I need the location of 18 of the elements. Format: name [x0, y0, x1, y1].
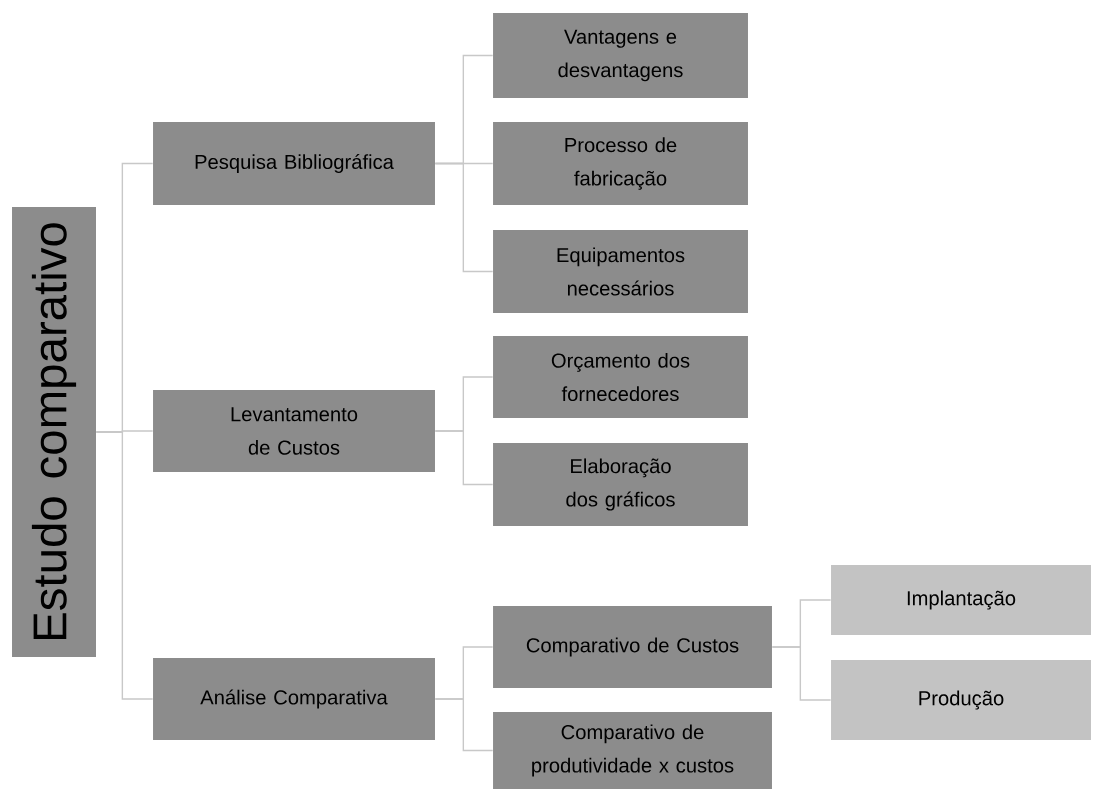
- process-box: Levantamento de Custos: [153, 390, 435, 472]
- connector-line: [771, 646, 832, 701]
- process-box: Pesquisa Bibliográfica: [153, 122, 435, 205]
- process-box: Análise Comparativa: [153, 658, 435, 740]
- process-box: Implantação: [831, 565, 1091, 635]
- process-box: Elaboração dos gráficos: [493, 443, 748, 526]
- process-box: Vantagens e desvantagens: [493, 13, 748, 98]
- connector-line: [95, 431, 154, 700]
- connector-line: [434, 162, 494, 273]
- title-box: Estudo comparativo: [12, 207, 96, 657]
- process-box: Produção: [831, 660, 1091, 740]
- connector-line: [434, 430, 494, 486]
- process-box: Equipamentos necessários: [493, 230, 748, 313]
- process-box: Comparativo de Custos: [493, 606, 772, 688]
- process-box: Processo de fabricação: [493, 122, 748, 205]
- connector-line: [434, 698, 494, 752]
- process-box: Comparativo de produtividade x custos: [493, 712, 772, 789]
- process-box: Orçamento dos fornecedores: [493, 336, 748, 418]
